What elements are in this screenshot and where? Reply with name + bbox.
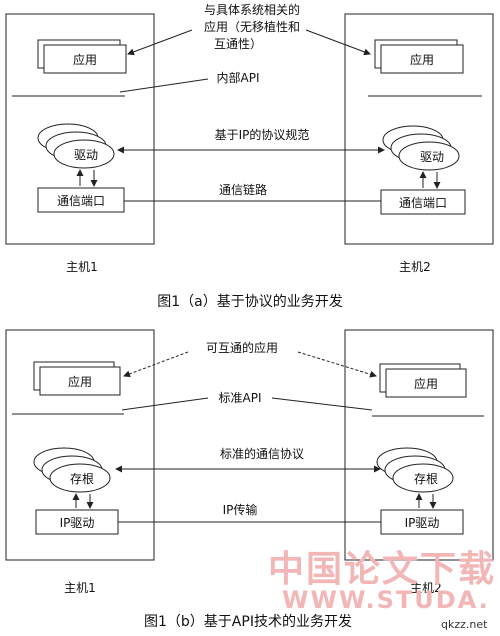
b-host1-app-label: 应用 bbox=[68, 374, 92, 389]
host2-driver-stack: 驱动 bbox=[382, 125, 460, 171]
annotation-line-2: 应用（无移植性和 bbox=[204, 19, 300, 34]
figure-a-diagram: 应用 应用 与具体系统相关的 应用（无移植性和 互通性） 内部API 驱动 驱动… bbox=[5, 2, 494, 310]
b-host1-driver-label: IP驱动 bbox=[60, 516, 95, 530]
b-host2-driver-label: IP驱动 bbox=[405, 516, 440, 530]
b-host2-app-label: 应用 bbox=[414, 376, 438, 391]
standard-protocol-label: 标准的通信协议 bbox=[220, 446, 304, 461]
b-host2-stub-label: 存根 bbox=[414, 472, 438, 486]
b-host1-name: 主机1 bbox=[64, 581, 96, 595]
standard-api-pointer-right bbox=[271, 397, 373, 411]
host2-name: 主机2 bbox=[399, 260, 431, 274]
host1-port-box bbox=[37, 187, 125, 213]
b-host2-app-stack: 应用 bbox=[379, 363, 467, 398]
host1-port-label: 通信端口 bbox=[57, 194, 105, 208]
interop-arrow-left bbox=[123, 351, 189, 378]
standard-api-label: 标准API bbox=[219, 391, 262, 405]
b-host1-stub-label: 存根 bbox=[70, 472, 94, 486]
watermark-title: 中国论文下载 bbox=[268, 549, 497, 590]
host1-driver-label: 驱动 bbox=[74, 148, 98, 162]
b-host1-driver-box bbox=[35, 509, 119, 535]
host2-driver-label: 驱动 bbox=[420, 150, 444, 164]
annotation-line-1: 与具体系统相关的 bbox=[204, 2, 300, 17]
host2-port-label: 通信端口 bbox=[399, 196, 447, 210]
standard-api-pointer-left bbox=[121, 397, 209, 411]
annotation-line-3: 互通性） bbox=[214, 37, 262, 51]
annotation-arrow-right bbox=[305, 29, 371, 56]
ip-transport-label: IP传输 bbox=[223, 502, 258, 517]
host2-port-box bbox=[380, 189, 466, 215]
interop-arrow-right bbox=[297, 351, 377, 378]
host1-driver-stack: 驱动 bbox=[37, 123, 115, 169]
internal-api-label: 内部API bbox=[217, 70, 260, 85]
comm-link-label: 通信链路 bbox=[219, 182, 267, 197]
b-host1-app-stack: 应用 bbox=[33, 361, 121, 396]
interop-app-label: 可互通的应用 bbox=[206, 340, 278, 355]
host2-app-stack: 应用 bbox=[374, 39, 464, 74]
host2-app-label: 应用 bbox=[410, 52, 434, 67]
host1-app-stack: 应用 bbox=[37, 39, 127, 74]
host1-app-label: 应用 bbox=[73, 52, 97, 67]
b-host2-name: 主机2 bbox=[410, 581, 442, 595]
figure-b-diagram: 应用 应用 可互通的应用 标准API 存根 存根 标准的通信协议 IP驱动 IP… bbox=[5, 329, 494, 630]
watermark-corner: qkzz.net bbox=[441, 618, 488, 631]
b-host2-stub-stack: 存根 bbox=[376, 447, 454, 493]
internal-api-pointer bbox=[119, 78, 209, 93]
watermark-url: WWW.STUDA. bbox=[282, 586, 490, 614]
figure-a-caption: 图1（a）基于协议的业务开发 bbox=[157, 293, 343, 310]
annotation-arrow-left bbox=[127, 29, 193, 56]
figure-b-caption: 图1（b）基于API技术的业务开发 bbox=[144, 613, 352, 630]
b-host1-stub-stack: 存根 bbox=[33, 447, 111, 493]
protocol-spec-label: 基于IP的协议规范 bbox=[215, 127, 310, 142]
host1-name: 主机1 bbox=[66, 260, 98, 274]
